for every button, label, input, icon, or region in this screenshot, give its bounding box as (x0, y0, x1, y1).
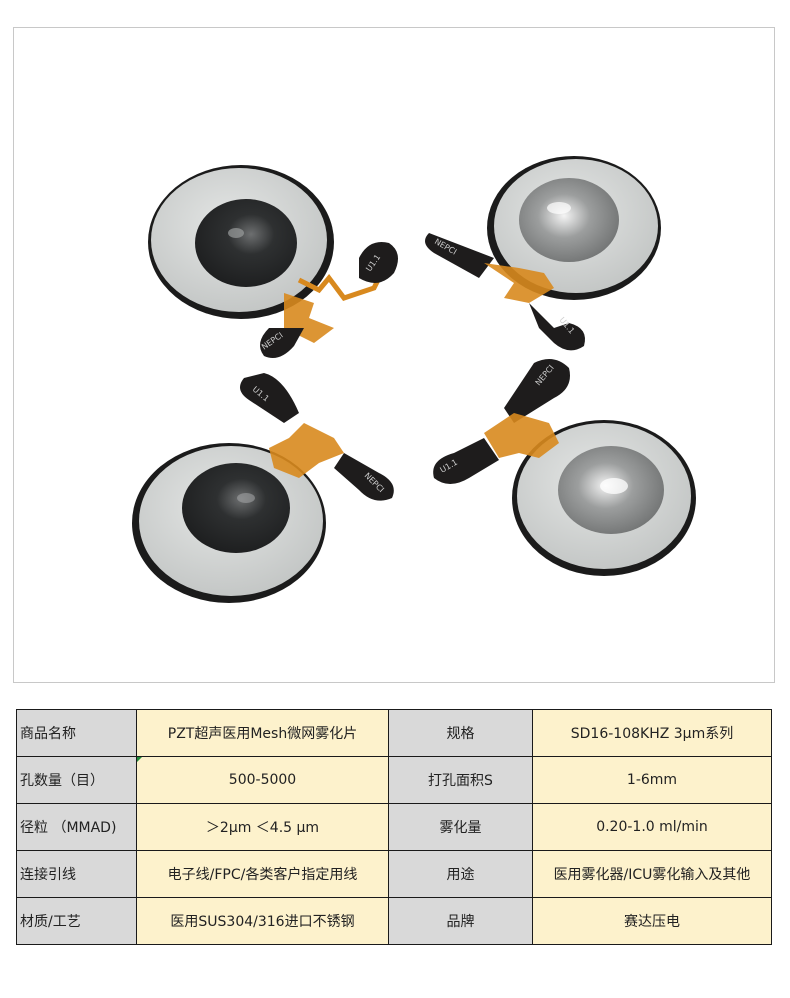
disc-top-right: NEPCI U1.1 (425, 156, 661, 351)
spec-label: 规格 (388, 709, 533, 757)
spec-label: 用途 (388, 850, 533, 898)
table-row: 连接引线 电子线/FPC/各类客户指定用线 用途 医用雾化器/ICU雾化输入及其… (16, 850, 772, 898)
spec-table: 商品名称 PZT超声医用Mesh微网雾化片 规格 SD16-108KHZ 3μm… (16, 709, 772, 945)
spec-value: 500-5000 (136, 756, 389, 804)
spec-label: 材质/工艺 (16, 897, 137, 945)
spec-value: 电子线/FPC/各类客户指定用线 (136, 850, 389, 898)
spec-label: 商品名称 (16, 709, 137, 757)
table-row: 孔数量（目） 500-5000 打孔面积S 1-6mm (16, 756, 772, 804)
spec-value: 医用雾化器/ICU雾化输入及其他 (532, 850, 772, 898)
spec-value: SD16-108KHZ 3μm系列 (532, 709, 772, 757)
cell-comment-marker (137, 757, 142, 762)
spec-value: 1-6mm (532, 756, 772, 804)
spec-value: 医用SUS304/316进口不锈钢 (136, 897, 389, 945)
table-row: 商品名称 PZT超声医用Mesh微网雾化片 规格 SD16-108KHZ 3μm… (16, 709, 772, 757)
spec-label: 品牌 (388, 897, 533, 945)
spec-label: 打孔面积S (388, 756, 533, 804)
spec-value: ＞2μm ＜4.5 μm (136, 803, 389, 851)
disc-bottom-left: U1.1 NEPCI (132, 373, 394, 603)
spec-value: 0.20-1.0 ml/min (532, 803, 772, 851)
product-photo: NEPCI U1.1 NEPCI U1.1 U1.1 NEPCI (13, 27, 775, 683)
atomizer-discs-illustration: NEPCI U1.1 NEPCI U1.1 U1.1 NEPCI (132, 156, 696, 603)
table-row: 材质/工艺 医用SUS304/316进口不锈钢 品牌 赛达压电 (16, 897, 772, 945)
spec-label: 孔数量（目） (16, 756, 137, 804)
spec-value: PZT超声医用Mesh微网雾化片 (136, 709, 389, 757)
disc-top-left: NEPCI U1.1 (148, 165, 398, 359)
disc-bottom-right: NEPCI U1.1 (433, 359, 696, 576)
spec-label: 径粒 （MMAD) (16, 803, 137, 851)
spec-value: 赛达压电 (532, 897, 772, 945)
spec-label: 雾化量 (388, 803, 533, 851)
table-row: 径粒 （MMAD) ＞2μm ＜4.5 μm 雾化量 0.20-1.0 ml/m… (16, 803, 772, 851)
spec-label: 连接引线 (16, 850, 137, 898)
